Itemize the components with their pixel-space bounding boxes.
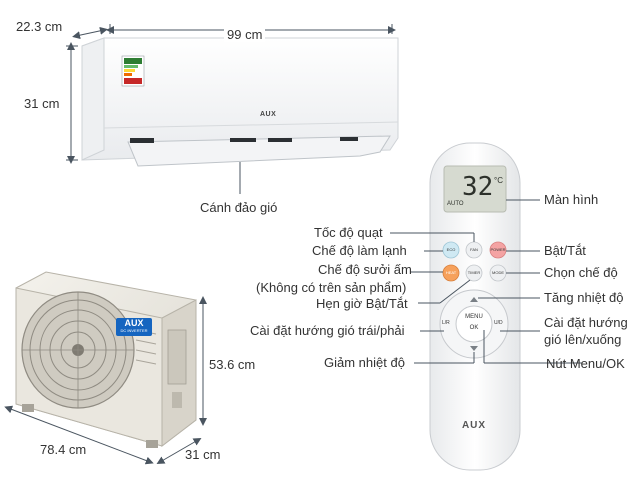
outdoor-height-label: 53.6 cm	[209, 357, 256, 372]
callout-temp-down: Giảm nhiệt độ	[324, 355, 405, 370]
louver-label: Cánh đảo gió	[200, 200, 278, 215]
menu-button[interactable]: MENU	[465, 314, 483, 320]
mode-button[interactable]: MODE	[492, 270, 504, 275]
remote-display-unit: °C	[494, 176, 503, 185]
outdoor-depth-label: 31 cm	[185, 447, 221, 462]
indoor-logo: AUX	[260, 111, 277, 118]
outdoor-unit	[4, 271, 207, 465]
indoor-depth-label: 22.3 cm	[16, 19, 63, 34]
callout-timer: Hẹn giờ Bật/Tắt	[316, 296, 408, 311]
callout-mode: Chọn chế độ	[544, 265, 618, 280]
callout-heat-note: (Không có trên sản phẩm)	[256, 280, 407, 295]
callout-temp-up: Tăng nhiệt độ	[544, 290, 624, 305]
callout-power: Bật/Tắt	[544, 243, 586, 258]
lr-button[interactable]: L/R	[442, 320, 450, 326]
remote-display-mode: AUTO	[447, 201, 464, 207]
outdoor-badge-sub: DC INVERTER	[120, 328, 148, 333]
callout-heat-mode: Chế độ sưởi ấm	[318, 262, 412, 277]
callout-swing-lr: Cài đặt hướng gió trái/phải	[250, 323, 405, 338]
callout-swing-ud-line2: gió lên/xuống	[544, 332, 622, 347]
indoor-height-label: 31 cm	[24, 96, 60, 111]
indoor-width-label: 99 cm	[224, 27, 266, 42]
ok-button[interactable]: OK	[469, 325, 479, 331]
outdoor-badge	[116, 318, 152, 336]
outdoor-width-label: 78.4 cm	[40, 442, 87, 457]
callout-swing-ud-line1: Cài đặt hướng	[544, 315, 628, 330]
callout-cool-mode: Chế độ làm lạnh	[312, 243, 407, 258]
remote-display-temp: 32	[462, 172, 494, 202]
power-button[interactable]: POWER	[490, 247, 506, 252]
callout-display: Màn hình	[544, 192, 599, 207]
remote-logo: AUX	[461, 420, 487, 431]
fan-button[interactable]: FAN	[470, 247, 478, 252]
heat-button[interactable]: HEAT	[445, 270, 457, 275]
timer-button[interactable]: TIMER	[467, 270, 481, 275]
eco-button[interactable]: ECO	[446, 247, 456, 252]
callout-fan-speed: Tốc độ quạt	[314, 225, 383, 240]
ud-button[interactable]: U/D	[494, 320, 503, 326]
remote-control	[390, 142, 582, 471]
outdoor-badge-logo: AUX	[124, 318, 144, 328]
callout-menu-ok: Nút Menu/OK	[546, 356, 625, 371]
indoor-unit	[66, 24, 399, 194]
